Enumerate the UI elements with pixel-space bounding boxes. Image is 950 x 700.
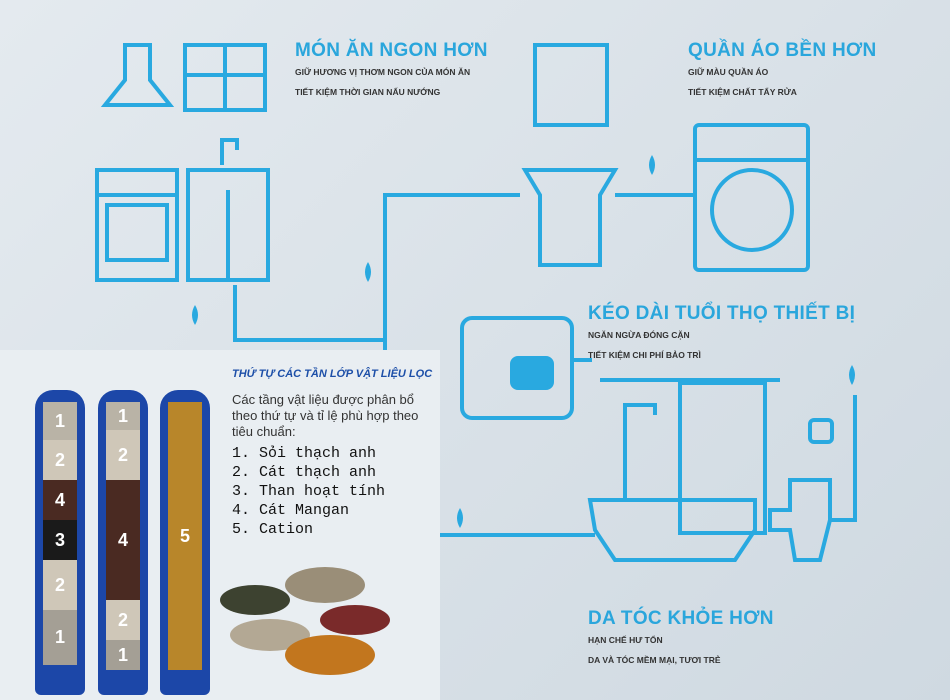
filter-list: 1. Sỏi thạch anh 2. Cát thạch anh 3. Tha… [232, 444, 385, 539]
kitchen-cabinet-icon [183, 43, 267, 112]
benefit-food: MÓN ĂN NGON HƠN GIỮ HƯƠNG VỊ THƠM NGON C… [295, 40, 488, 97]
layer-label: 2 [106, 430, 140, 480]
filter-item: 1. Sỏi thạch anh [232, 445, 377, 462]
benefit-title: KÉO DÀI TUỔI THỌ THIẾT BỊ [588, 303, 856, 324]
water-heater-icon [460, 316, 574, 420]
benefit-title: MÓN ĂN NGON HƠN [295, 40, 488, 61]
layer-label: 1 [106, 640, 140, 670]
layer-label: 5 [168, 402, 202, 670]
washing-machine-icon [693, 123, 810, 272]
toilet-icon [768, 418, 834, 562]
filter-tank-3: 5 [160, 390, 210, 695]
benefit-line: TIẾT KIỆM THỜI GIAN NẤU NƯỚNG [295, 87, 441, 97]
benefit-line: TIẾT KIỆM CHẤT TẨY RỬA [688, 87, 797, 97]
layer-label: 1 [106, 402, 140, 430]
benefit-line: HẠN CHẾ HƯ TỔN [588, 635, 663, 645]
layer-label: 2 [43, 440, 77, 480]
filter-tank-1: 1 2 4 3 2 1 [35, 390, 85, 695]
filter-title: THỨ TỰ CÁC TẦN LỚP VẬT LIỆU LỌC [232, 368, 433, 380]
benefit-line: GIỮ HƯƠNG VỊ THƠM NGON CỦA MÓN ĂN [295, 67, 471, 77]
bathtub-icon [587, 403, 757, 562]
stove-icon [95, 168, 179, 282]
benefit-title: QUẦN ÁO BỀN HƠN [688, 40, 877, 61]
layer-label: 4 [43, 480, 77, 520]
water-drop-icons [192, 155, 855, 528]
benefit-title: DA TÓC KHỎE HƠN [588, 608, 774, 629]
shower-curtain-icon [600, 378, 780, 535]
benefit-skin-hair: DA TÓC KHỎE HƠN HẠN CHẾ HƯ TỔN DA VÀ TÓC… [588, 608, 774, 665]
filter-item: 2. Cát thạch anh [232, 464, 377, 481]
benefit-line: NGĂN NGỪA ĐÓNG CẶN [588, 330, 690, 340]
filter-item: 5. Cation [232, 521, 314, 538]
filter-panel: THỨ TỰ CÁC TẦN LỚP VẬT LIỆU LỌC Các tầng… [0, 350, 440, 700]
range-hood-icon [100, 43, 175, 107]
filter-description: Các tầng vật liệu được phân bổ theo thứ … [232, 392, 419, 439]
filter-item: 3. Than hoạt tính [232, 483, 386, 500]
benefit-line: TIẾT KIỆM CHI PHÍ BẢO TRÌ [588, 350, 701, 360]
filter-item: 4. Cát Mangan [232, 502, 350, 519]
benefit-line: DA VÀ TÓC MỀM MẠI, TƯƠI TRẺ [588, 655, 721, 665]
layer-label: 1 [43, 610, 77, 665]
mirror-icon [533, 43, 609, 127]
bathroom-sink-icon [521, 168, 619, 267]
layer-label: 1 [43, 402, 77, 440]
layer-label: 3 [43, 520, 77, 560]
layer-label: 2 [43, 560, 77, 610]
filter-tank-2: 1 2 4 2 1 [98, 390, 148, 695]
layer-label: 2 [106, 600, 140, 640]
benefit-appliance: KÉO DÀI TUỔI THỌ THIẾT BỊ NGĂN NGỪA ĐÓNG… [588, 303, 855, 360]
kitchen-sink-icon [186, 138, 270, 282]
filter-media-piles-image [220, 567, 390, 675]
benefit-clothes: QUẦN ÁO BỀN HƠN GIỮ MÀU QUẦN ÁO TIẾT KIỆ… [688, 40, 877, 97]
layer-label: 4 [106, 480, 140, 600]
benefit-line: GIỮ MÀU QUẦN ÁO [688, 67, 769, 77]
